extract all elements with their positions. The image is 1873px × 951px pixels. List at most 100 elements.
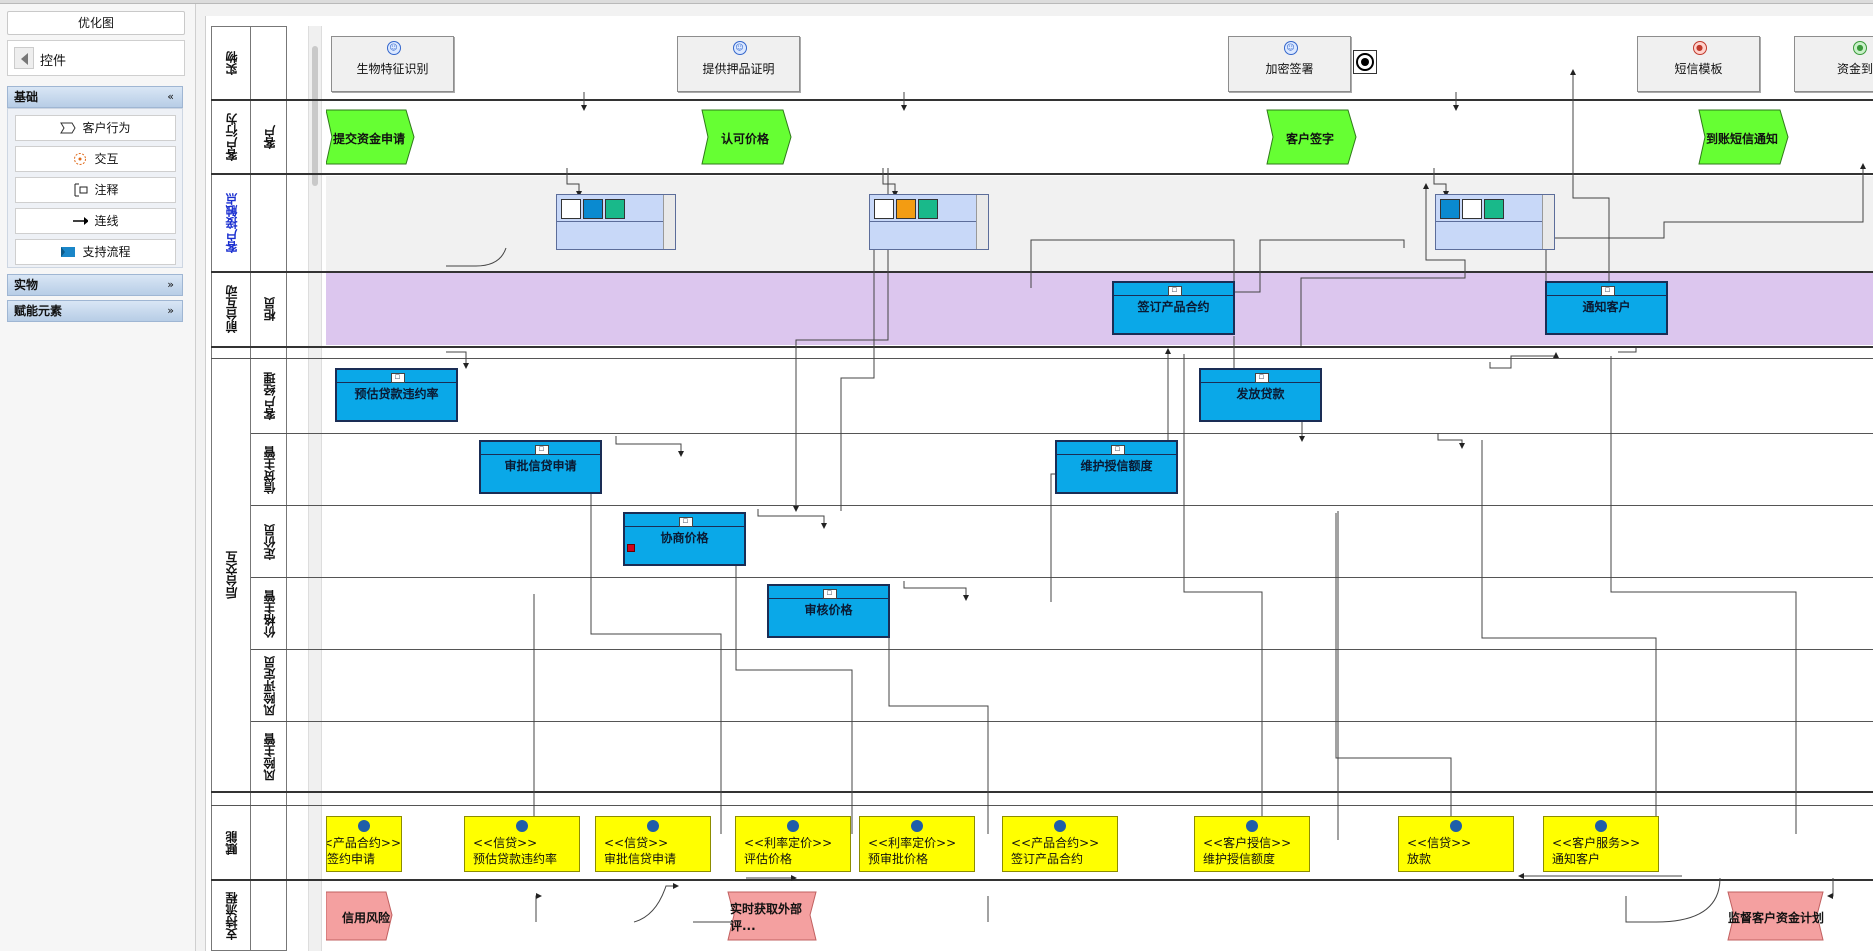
node-label: 实时获取外部评... [730, 902, 803, 933]
physical-node[interactable]: ●短信模板 [1637, 36, 1760, 92]
tool-customer-behavior[interactable]: 客户行为 [15, 115, 176, 141]
node-label: 审核价格 [769, 598, 888, 618]
optimize-button[interactable]: 优化图 [7, 11, 185, 35]
role-label: 风险评定员 [262, 655, 277, 716]
enabler-node[interactable]: <<信贷>>放款 [1398, 816, 1514, 872]
node-label: 提供押品证明 [702, 62, 775, 76]
section-enablers[interactable]: 赋能元素 » [7, 300, 183, 322]
node-label: 监督客户资金计划 [1728, 910, 1825, 925]
scrollbar-thumb[interactable] [312, 46, 318, 186]
touchpoint-group[interactable] [869, 194, 989, 250]
frontstage-node[interactable]: ☐通知客户 [1545, 281, 1668, 335]
physical-node[interactable]: ☺提供押品证明 [677, 36, 800, 92]
role-account-manager: 客户经理 [251, 359, 287, 433]
cloud-icon [787, 820, 799, 832]
role-credit-supervisor: 信贷主管 [251, 434, 287, 505]
enabler-node[interactable]: <<信贷>>预估贷款违约率 [464, 816, 580, 872]
enabler-stereotype: <<利率定价>> [744, 836, 833, 850]
cloud-icon [1450, 820, 1462, 832]
cloud-icon [1246, 820, 1258, 832]
customer-action-accept-price[interactable]: 认可价格 [702, 110, 788, 166]
biometric-icon: ☺ [386, 41, 401, 55]
blueprint-canvas[interactable]: 实物 客户行为 客户接触点 前台互动 后台交互 赋能 支持流程 客户 柜员 客户… [205, 16, 1873, 951]
physical-node[interactable]: ☺生物特征识别 [331, 36, 454, 92]
role-separator [251, 505, 1873, 506]
enabler-node[interactable]: <<客户授信>> 维护授信额度 [1194, 816, 1310, 872]
support-external-rating[interactable]: 实时获取外部评... [730, 892, 816, 942]
role-label: 柜员 [262, 297, 277, 321]
backstage-node[interactable]: ☐审批信贷申请 [479, 440, 602, 494]
clock-icon [896, 199, 916, 219]
vertical-scrollbar[interactable] [308, 26, 322, 951]
touchpoint-scrollbar[interactable] [1542, 195, 1554, 249]
customer-action-sms-notify[interactable]: 到账短信通知 [1699, 110, 1785, 166]
tool-label: 支持流程 [82, 245, 131, 259]
role-customer: 客户 [251, 100, 287, 173]
support-process-shapes [326, 891, 1824, 941]
node-label: 审批信贷申请 [481, 454, 600, 474]
enabler-node[interactable]: <<利率定价>>评估价格 [735, 816, 851, 872]
group-label: 后台交互 [224, 551, 239, 599]
backstage-node[interactable]: ☐预估贷款违约率 [335, 368, 458, 422]
customer-action-sign[interactable]: 客户签字 [1267, 110, 1353, 166]
physical-node[interactable]: ☺加密签署 [1228, 36, 1351, 92]
enabler-node[interactable]: <<产品合约>> 签约申请 [326, 816, 402, 872]
end-event-icon [1356, 53, 1374, 71]
end-event[interactable] [1353, 50, 1377, 74]
node-label: 资金到 [1836, 62, 1873, 76]
enabler-node[interactable]: <<利率定价>>预审批价格 [859, 816, 975, 872]
device-icon [605, 199, 625, 219]
node-label: 协商价格 [625, 526, 744, 546]
touchpoint-divider [870, 221, 976, 222]
support-process-icon [61, 247, 76, 257]
tool-support-process[interactable]: 支持流程 [15, 239, 176, 265]
tool-label: 连线 [94, 214, 119, 228]
group-label: 前台互动 [224, 285, 239, 333]
enabler-stereotype: <<产品合约>> [327, 836, 401, 850]
enabler-node[interactable]: <<客户服务>>通知客户 [1543, 816, 1659, 872]
backstage-node[interactable]: ☐审核价格 [767, 584, 890, 638]
node-label: 维护授信额度 [1057, 454, 1176, 474]
role-teller: 柜员 [251, 272, 287, 346]
enabler-node[interactable]: <<信贷>> 审批信贷申请 [595, 816, 711, 872]
tool-connector[interactable]: 连线 [15, 208, 176, 234]
group-frontstage: 前台互动 [211, 272, 251, 346]
enabler-stereotype: <<信贷>> [604, 836, 669, 850]
sms-icon: ● [1692, 41, 1707, 55]
enabler-name: 签约申请 [327, 852, 376, 866]
enabler-name: 维护授信额度 [1203, 852, 1276, 866]
role-label: 客户 [262, 124, 277, 149]
tool-interaction[interactable]: 交互 [15, 146, 176, 172]
money-icon: ● [1853, 41, 1867, 55]
customer-action-submit[interactable]: 提交资金申请 [326, 110, 412, 166]
connector-icon [73, 217, 89, 225]
tool-label: 注释 [94, 183, 119, 197]
backstage-node[interactable]: ☐协商价格 [623, 512, 746, 566]
enabler-node[interactable]: <<产品合约>>签订产品合约 [1002, 816, 1118, 872]
frontstage-node[interactable]: ☐签订产品合约 [1112, 281, 1235, 335]
support-fund-plan[interactable]: 监督客户资金计划 [1728, 892, 1824, 942]
connector-lines [446, 69, 1866, 923]
group-customer-action: 客户行为 [211, 100, 251, 173]
collapse-button[interactable] [14, 47, 34, 69]
section-enablers-label: 赋能元素 [14, 304, 63, 318]
tool-label: 客户行为 [82, 121, 131, 135]
touchpoint-scrollbar[interactable] [663, 195, 675, 249]
physical-node[interactable]: ● 资金到 [1794, 36, 1873, 92]
touchpoint-scrollbar[interactable] [976, 195, 988, 249]
section-physical[interactable]: 实物 » [7, 274, 183, 296]
backstage-node[interactable]: ☐维护授信额度 [1055, 440, 1178, 494]
touchpoint-group[interactable] [556, 194, 676, 250]
backstage-node[interactable]: ☐发放贷款 [1199, 368, 1322, 422]
enabler-name: 审批信贷申请 [604, 852, 677, 866]
role-risk-assessor: 风险评定员 [251, 650, 287, 721]
role-label: 客户经理 [262, 372, 277, 420]
tool-annotation[interactable]: 注释 [15, 177, 176, 203]
enabler-stereotype: <<客户授信>> [1203, 836, 1292, 850]
support-credit-risk[interactable]: 信用风险 [326, 892, 390, 942]
touchpoint-group[interactable] [1435, 194, 1555, 250]
left-panel: 优化图 控件 基础 « 客户行为 交互 注释 连线 支持流程 [0, 4, 196, 951]
group-header-column [211, 26, 251, 951]
role-header-column [251, 26, 287, 951]
section-basic[interactable]: 基础 « [7, 86, 183, 108]
